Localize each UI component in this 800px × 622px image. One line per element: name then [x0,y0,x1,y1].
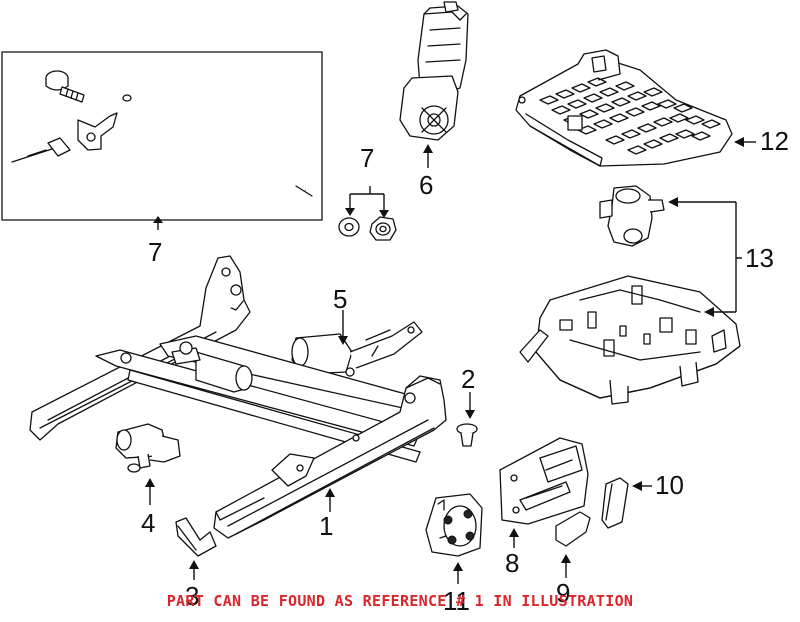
callout-7-fasteners: 7 [360,143,375,173]
callout-11: 11 [443,586,470,616]
callout-6: 6 [419,170,434,200]
callout-4: 4 [141,508,156,538]
part-13-module-tray [519,275,741,405]
part-11-switch [425,493,483,557]
part-2-clip [456,423,478,447]
part-10-cap [601,477,629,529]
part-1-seat-frame [29,255,447,539]
callout-2: 2 [461,364,476,394]
part-7-washer-nut [338,216,397,241]
callout-13: 13 [745,243,774,273]
part-12-module [515,49,733,167]
leader-lines [145,137,756,584]
callout-5: 5 [333,284,348,314]
reference-notice: PART CAN BE FOUND AS REFERENCE # 1 IN IL… [166,592,634,610]
callout-12: 12 [760,126,789,156]
part-7-bolt [45,70,85,103]
callout-1: 1 [319,511,334,541]
part-13-sensor [599,185,665,247]
inset-box [1,51,323,221]
part-3-clip [175,517,217,557]
callout-9: 9 [556,578,571,608]
part-8-panel [499,437,589,525]
part-7-pin [11,137,71,163]
callout-7-inset: 7 [148,237,163,267]
part-7-rod [122,94,313,197]
part-4-sensor [115,423,181,473]
callout-10: 10 [655,470,684,500]
callout-8: 8 [505,548,520,578]
part-6-motor [399,1,469,141]
part-9-cap [555,511,591,547]
part-5-actuator [291,321,423,377]
honeycomb-cells [539,77,721,155]
part-7-bracket [77,112,118,151]
callout-3: 3 [185,581,200,611]
